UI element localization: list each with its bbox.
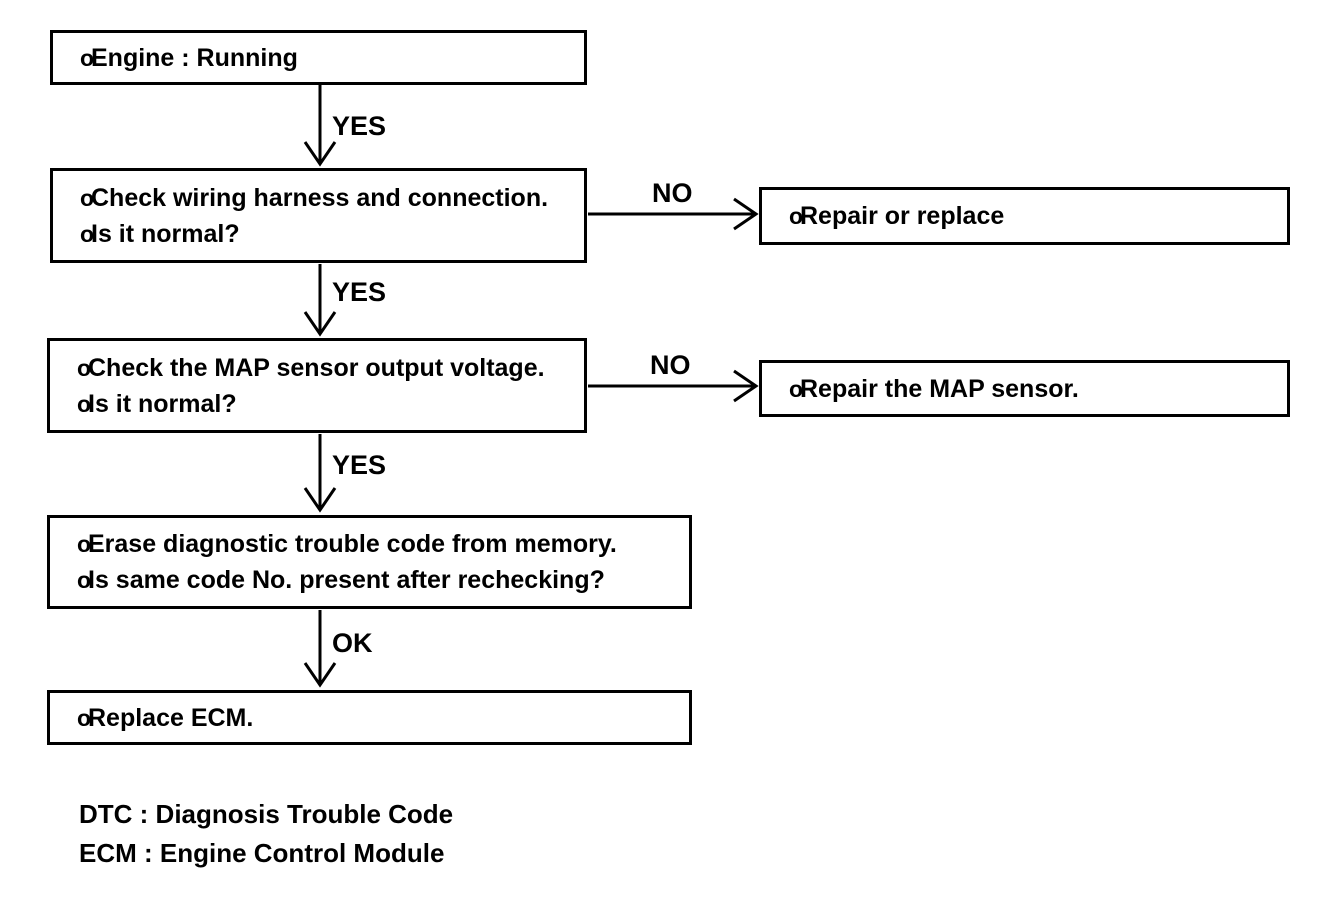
bullet-marker: o <box>80 44 95 71</box>
legend: DTC : Diagnosis Trouble Code ECM : Engin… <box>79 795 453 873</box>
node-text: Replace ECM. <box>88 703 254 732</box>
node-repair-or-replace: o Repair or replace <box>759 187 1290 245</box>
node-erase-dtc: o Erase diagnostic trouble code from mem… <box>47 515 692 609</box>
node-text: Repair or replace <box>800 202 1005 230</box>
arrow-ok <box>303 610 337 688</box>
edge-label-yes-2: YES <box>332 277 387 307</box>
node-repair-map-sensor: o Repair the MAP sensor. <box>759 360 1290 417</box>
node-text: Is it normal? <box>88 389 237 418</box>
node-text: Is it normal? <box>91 219 240 248</box>
edge-label-no-2: NO <box>650 350 691 380</box>
legend-line-ecm: ECM : Engine Control Module <box>79 838 445 868</box>
node-text: Repair the MAP sensor. <box>800 374 1079 403</box>
edge-label-ok: OK <box>332 628 373 658</box>
node-line: o Erase diagnostic trouble code from mem… <box>50 526 689 562</box>
bullet-marker: o <box>77 354 92 381</box>
bullet-marker: o <box>789 375 804 402</box>
edge-label-yes-3: YES <box>332 450 387 480</box>
node-line: o Is it normal? <box>50 386 584 422</box>
node-check-wiring: o Check wiring harness and connection. o… <box>50 168 587 263</box>
bullet-marker: o <box>77 390 92 417</box>
node-text: Erase diagnostic trouble code from memor… <box>88 530 617 558</box>
bullet-marker: o <box>77 531 92 557</box>
node-engine-running: o Engine : Running <box>50 30 587 85</box>
node-line: o Check wiring harness and connection. <box>53 180 584 216</box>
arrow-yes-1 <box>303 85 337 167</box>
arrow-yes-3 <box>303 434 337 513</box>
node-line: o Engine : Running <box>53 40 584 76</box>
edge-label-no-1: NO <box>652 178 693 208</box>
bullet-marker: o <box>80 220 95 247</box>
bullet-marker: o <box>80 184 95 211</box>
node-line: o Replace ECM. <box>50 700 689 736</box>
bullet-marker: o <box>789 203 804 229</box>
node-line: o Repair the MAP sensor. <box>762 371 1287 407</box>
node-line: o Is it normal? <box>53 216 584 252</box>
node-text: Check wiring harness and connection. <box>91 183 549 212</box>
node-text: Check the MAP sensor output voltage. <box>88 353 545 382</box>
node-line: o Repair or replace <box>762 198 1287 234</box>
node-check-map-voltage: o Check the MAP sensor output voltage. o… <box>47 338 587 433</box>
node-line: o Check the MAP sensor output voltage. <box>50 350 584 386</box>
bullet-marker: o <box>77 567 92 593</box>
bullet-marker: o <box>77 704 92 731</box>
node-replace-ecm: o Replace ECM. <box>47 690 692 745</box>
node-text: Is same code No. present after recheckin… <box>88 566 605 594</box>
node-line: o Is same code No. present after recheck… <box>50 562 689 598</box>
arrow-yes-2 <box>303 264 337 337</box>
node-text: Engine : Running <box>91 43 298 72</box>
legend-line-dtc: DTC : Diagnosis Trouble Code <box>79 799 454 829</box>
edge-label-yes-1: YES <box>332 111 387 141</box>
